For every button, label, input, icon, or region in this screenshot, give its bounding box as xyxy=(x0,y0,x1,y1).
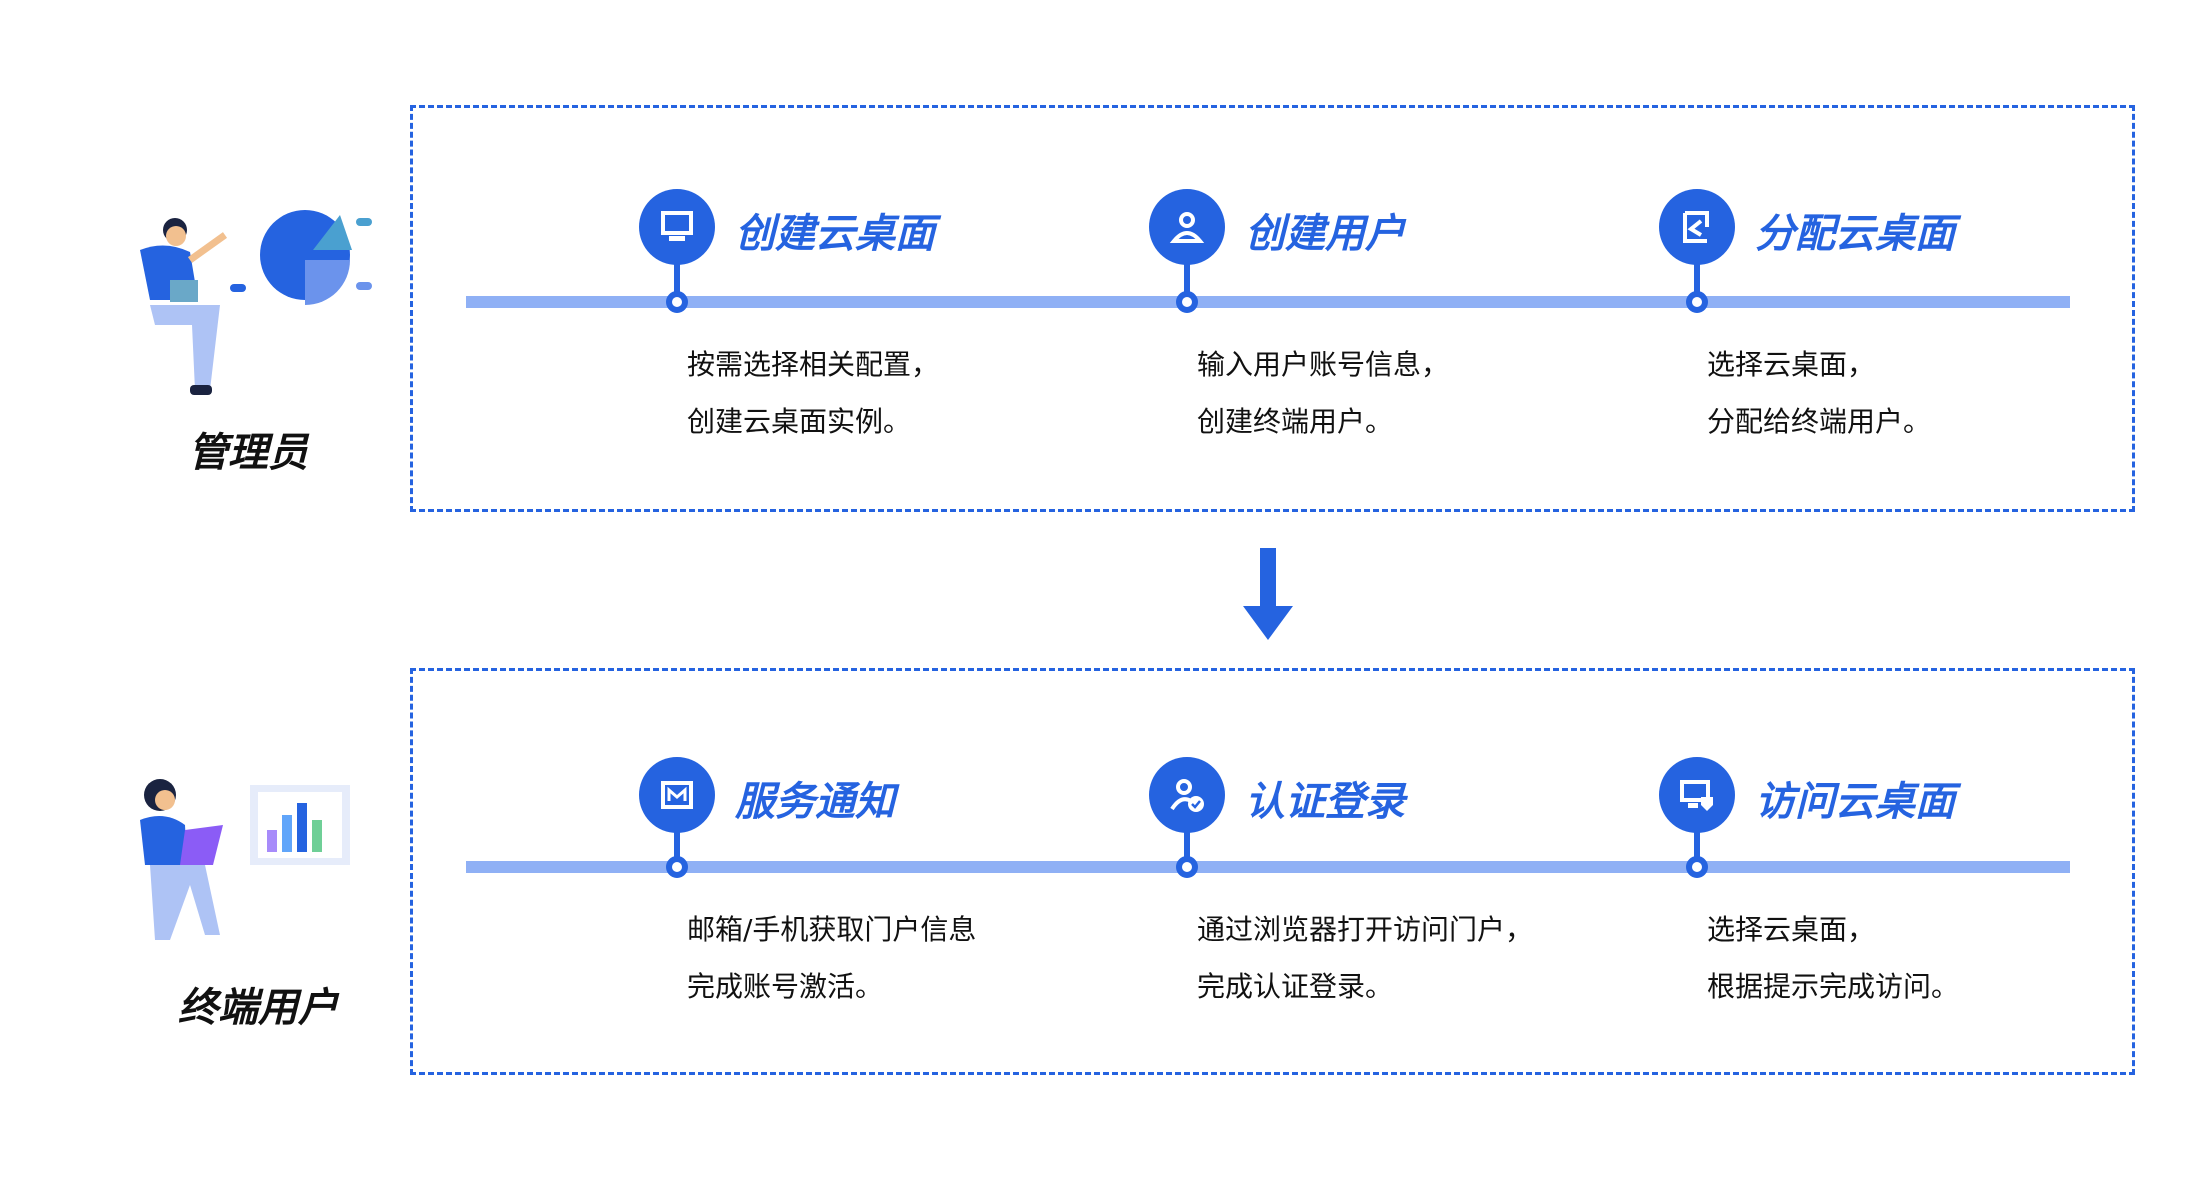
step-description: 输入用户账号信息， 创建终端用户。 xyxy=(1197,336,1449,450)
user-check-icon xyxy=(1149,757,1225,833)
desktop-access-icon xyxy=(1659,757,1735,833)
step-description-line: 完成认证登录。 xyxy=(1197,970,1394,1003)
step-connector xyxy=(674,261,680,299)
step-description-line: 选择云桌面， xyxy=(1707,913,1876,946)
timeline-node xyxy=(666,291,688,313)
step-description-line: 输入用户账号信息， xyxy=(1197,348,1450,381)
timeline-node xyxy=(1686,856,1708,878)
timeline-node xyxy=(1176,291,1198,313)
arrow-down-icon xyxy=(1243,548,1293,640)
step-connector xyxy=(1694,829,1700,867)
step-description-line: 完成账号激活。 xyxy=(687,970,884,1003)
admin-flow-box xyxy=(410,105,2135,512)
admin-timeline xyxy=(466,296,2070,308)
step-description: 选择云桌面， 分配给终端用户。 xyxy=(1707,336,1931,450)
step-title: 创建用户 xyxy=(1245,211,1405,257)
step-description-line: 选择云桌面， xyxy=(1707,348,1876,381)
step-description: 按需选择相关配置， 创建云桌面实例。 xyxy=(687,336,939,450)
step-connector xyxy=(674,829,680,867)
step-description-line: 创建终端用户。 xyxy=(1197,405,1394,438)
assign-icon xyxy=(1659,189,1735,265)
monitor-icon xyxy=(639,189,715,265)
step-description-line: 按需选择相关配置， xyxy=(687,348,940,381)
step-title: 创建云桌面 xyxy=(735,211,935,257)
timeline-node xyxy=(1176,856,1198,878)
step-title: 服务通知 xyxy=(735,779,895,825)
step-title: 访问云桌面 xyxy=(1755,779,1955,825)
step-description: 选择云桌面， 根据提示完成访问。 xyxy=(1707,901,1959,1015)
step-description-line: 根据提示完成访问。 xyxy=(1707,970,1960,1003)
step-connector xyxy=(1184,829,1190,867)
step-title: 分配云桌面 xyxy=(1755,211,1955,257)
step-connector xyxy=(1184,261,1190,299)
step-description: 通过浏览器打开访问门户， 完成认证登录。 xyxy=(1197,901,1533,1015)
user-icon xyxy=(1149,189,1225,265)
step-description-line: 邮箱/手机获取门户信息 xyxy=(687,913,977,946)
step-connector xyxy=(1694,261,1700,299)
enduser-flow-box xyxy=(410,668,2135,1075)
step-title: 认证登录 xyxy=(1245,779,1405,825)
step-description-line: 分配给终端用户。 xyxy=(1707,405,1932,438)
timeline-node xyxy=(1686,291,1708,313)
admin-illustration xyxy=(140,210,372,395)
enduser-illustration xyxy=(140,779,350,940)
timeline-node xyxy=(666,856,688,878)
mail-icon xyxy=(639,757,715,833)
enduser-timeline xyxy=(466,861,2070,873)
step-description-line: 创建云桌面实例。 xyxy=(687,405,912,438)
role-enduser-label: 终端用户 xyxy=(178,985,338,1031)
step-description-line: 通过浏览器打开访问门户， xyxy=(1197,913,1534,946)
step-description: 邮箱/手机获取门户信息 完成账号激活。 xyxy=(687,901,976,1015)
role-admin-label: 管理员 xyxy=(188,430,308,476)
